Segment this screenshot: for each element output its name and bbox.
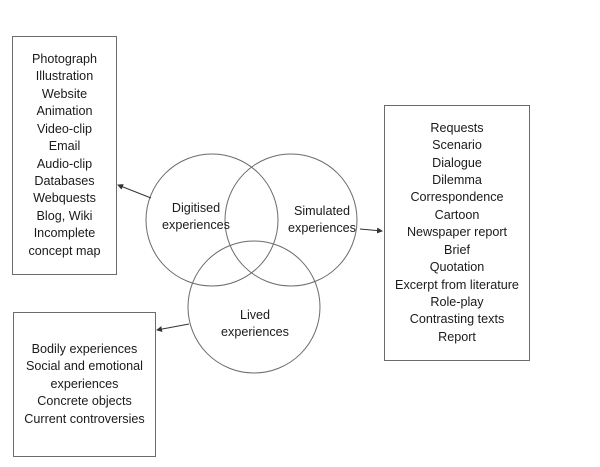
list-item: Bodily experiences bbox=[31, 341, 138, 356]
list-item: Current controversies bbox=[24, 411, 145, 426]
arrow-lived bbox=[156, 323, 190, 333]
circle-lived bbox=[187, 240, 321, 374]
list-item: Email bbox=[48, 139, 81, 154]
list-item: Webquests bbox=[33, 191, 96, 206]
label-digitised: Digitised experiences bbox=[148, 200, 244, 234]
circle-digitised bbox=[145, 153, 279, 287]
list-item: Brief bbox=[444, 242, 470, 257]
label-lived-line1: Lived bbox=[239, 308, 271, 322]
list-item: Correspondence bbox=[410, 190, 504, 205]
label-simulated: Simulated experiences bbox=[272, 203, 372, 237]
arrow-simulated bbox=[359, 227, 383, 234]
list-item: Requests bbox=[430, 120, 484, 135]
label-lived-line2: experiences bbox=[221, 325, 289, 339]
list-item: Dialogue bbox=[432, 155, 482, 170]
list-item: Newspaper report bbox=[406, 225, 508, 240]
list-item: Scenario bbox=[432, 138, 482, 153]
label-digitised-line1: Digitised bbox=[171, 201, 221, 215]
list-item: Contrasting texts bbox=[409, 312, 505, 327]
label-simulated-line1: Simulated bbox=[293, 204, 350, 218]
list-item: Audio-clip bbox=[36, 156, 93, 171]
list-item: Video-clip bbox=[36, 121, 93, 136]
label-simulated-line2: experiences bbox=[288, 221, 356, 235]
list-item: Website bbox=[41, 86, 88, 101]
list-item: concept map bbox=[28, 243, 101, 258]
list-item: Blog, Wiki bbox=[36, 208, 93, 223]
list-item: Excerpt from literature bbox=[395, 277, 519, 292]
list-item: Photograph bbox=[31, 52, 98, 67]
list-item: Dilemma bbox=[432, 173, 482, 188]
arrow-digitised bbox=[117, 184, 152, 199]
list-item: Databases bbox=[34, 173, 95, 188]
list-item: Illustration bbox=[35, 69, 94, 84]
label-lived: Lived experiences bbox=[205, 307, 305, 341]
list-item: Cartoon bbox=[434, 207, 480, 222]
list-item: Role-play bbox=[430, 294, 484, 309]
list-item: Incomplete bbox=[33, 226, 96, 241]
list-item: Report bbox=[438, 329, 476, 344]
list-item: Animation bbox=[36, 104, 93, 119]
list-item: Quotation bbox=[429, 260, 485, 275]
circle-simulated bbox=[224, 153, 358, 287]
label-digitised-line2: experiences bbox=[162, 218, 230, 232]
list-item: experiences bbox=[50, 376, 119, 391]
list-item: Concrete objects bbox=[37, 394, 132, 409]
list-item: Social and emotional bbox=[26, 359, 143, 374]
